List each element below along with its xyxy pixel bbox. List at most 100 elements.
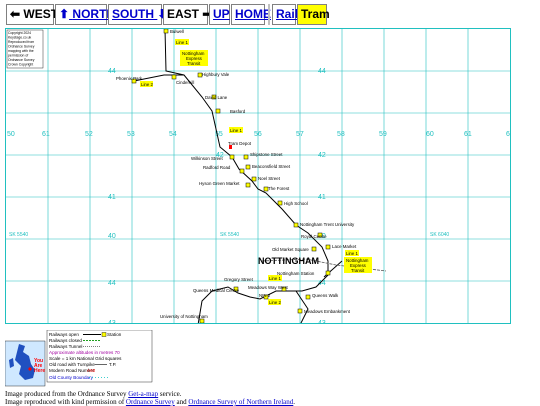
station-marker xyxy=(239,168,245,174)
station-marker xyxy=(197,72,203,78)
line-label: Line 1 xyxy=(230,128,243,133)
easting-label: 53 xyxy=(127,131,135,138)
legend-row: Scale = 1 km National Grid squares xyxy=(49,356,122,361)
you-are-here-label: Are xyxy=(34,363,43,369)
arrow-right-icon: ➡ xyxy=(202,7,213,21)
station-marker xyxy=(311,246,317,252)
station-marker xyxy=(317,232,323,238)
north-label: NORTH xyxy=(72,7,116,21)
footer-line-2: Image reproduced with kind permission of… xyxy=(5,398,295,406)
station-name: Highbury Vale xyxy=(202,72,230,77)
northing-label: 44 xyxy=(318,68,326,75)
nav-separator xyxy=(268,4,270,25)
up-button[interactable]: UP xyxy=(209,4,230,25)
station-name: Nottingham Station xyxy=(277,271,315,276)
south-label: SOUTH xyxy=(112,7,154,21)
station-name: Meadows Way West xyxy=(248,285,289,290)
easting-label: 56 xyxy=(254,131,262,138)
station-name: High School xyxy=(284,201,308,206)
station-name: Cinderhill xyxy=(176,80,194,85)
footer-text: and xyxy=(174,398,189,406)
station-marker xyxy=(263,186,269,192)
city-name: NOTTINGHAM xyxy=(258,256,319,266)
copyright-line: Ordnance Survey xyxy=(8,58,35,62)
northing-label: 40 xyxy=(108,233,116,240)
station-marker xyxy=(199,318,205,323)
station-marker xyxy=(277,200,283,206)
ordnance-survey-link[interactable]: Ordnance Survey xyxy=(125,398,175,406)
copyright-line: mapping with the xyxy=(8,49,34,53)
station-name: Queens Medical Centre xyxy=(193,288,240,293)
tram-button[interactable]: Tram xyxy=(297,4,330,25)
tram-route xyxy=(133,29,343,323)
west-label: WEST xyxy=(23,7,59,21)
station-name: Tram Depot xyxy=(228,141,252,146)
station-name: David Lane xyxy=(205,95,228,100)
northing-label: 43 xyxy=(108,320,116,324)
station-marker xyxy=(243,154,249,160)
rail-button[interactable]: Rail xyxy=(272,4,298,25)
legend-canvas: You Are Here Railways open Station Railw… xyxy=(4,329,153,387)
north-button[interactable]: ⬆ NORTH xyxy=(55,4,115,25)
you-are-here-marker xyxy=(28,367,32,371)
station-name: NIN 2 xyxy=(259,293,271,298)
station-name: Meadows Embankment xyxy=(304,309,351,314)
you-are-here-label: You xyxy=(34,358,43,364)
map-legend: You Are Here Railways open Station Railw… xyxy=(4,329,155,390)
station-name: Wilkinson Street xyxy=(191,156,224,161)
sheet-label: SK 5540 xyxy=(9,232,28,238)
northing-label: 44 xyxy=(318,280,326,287)
line-label: Line 1 xyxy=(269,276,282,281)
copyright-box: Copyright 2024 Keystage.co.uk Reproduced… xyxy=(6,29,44,69)
northing-label: 42 xyxy=(318,152,326,159)
northing-label: 42 xyxy=(216,152,224,159)
get-a-map-link[interactable]: Get-a-map xyxy=(128,390,159,398)
copyright-line: Reproduced from xyxy=(8,40,34,44)
station-marker xyxy=(131,78,137,84)
home-button[interactable]: HOME xyxy=(231,4,271,25)
station-marker xyxy=(211,94,217,100)
os-map[interactable]: 44 44 42 42 41 41 40 40 44 44 43 43 50 6… xyxy=(5,28,511,324)
west-button[interactable]: ⬅ WEST xyxy=(6,4,58,25)
easting-label: 54 xyxy=(169,131,177,138)
station-name: Lace Market xyxy=(332,244,357,249)
station-name: Basford xyxy=(230,109,246,114)
station-name: Bulwell xyxy=(170,29,184,34)
easting-label: 59 xyxy=(379,131,387,138)
northing-label: 44 xyxy=(108,280,116,287)
station-name: Phoenix Park xyxy=(116,76,143,81)
east-button[interactable]: EAST ➡ xyxy=(163,4,212,25)
station-marker xyxy=(215,108,221,114)
easting-label: 57 xyxy=(296,131,304,138)
sheet-label: SK 5540 xyxy=(220,232,239,238)
station-name: The Forest xyxy=(268,186,290,191)
legend-row: Railways closed xyxy=(49,338,82,343)
line-label: Line 1 xyxy=(346,251,359,256)
south-button[interactable]: SOUTH ⬇ xyxy=(108,4,167,25)
station-marker xyxy=(171,74,177,80)
easting-label: 61 xyxy=(464,131,472,138)
copyright-line: Keystage.co.uk xyxy=(8,36,31,40)
station-names: Bulwell Phoenix Park Cinderhill Highbury… xyxy=(116,29,357,319)
footer-text: service. xyxy=(158,390,182,398)
station-marker xyxy=(281,286,287,292)
station-marker xyxy=(245,182,251,188)
easting-label: 52 xyxy=(85,131,93,138)
easting-label: 6 xyxy=(506,131,510,138)
easting-label: 58 xyxy=(337,131,345,138)
line-label: Line 2 xyxy=(269,300,282,305)
legend-row: Railways Tunnel xyxy=(49,344,82,349)
station-swatch xyxy=(101,332,107,337)
legend-row: Old road with Turnpike xyxy=(49,362,95,367)
osni-link[interactable]: Ordnance Survey of Northern Ireland xyxy=(188,398,294,406)
express-label: Express xyxy=(186,56,203,61)
station-marker xyxy=(263,294,269,300)
line-labels: Line 1 Line 2 Line 1 Line 2 Line 1 Line … xyxy=(140,39,372,305)
copyright-line: Copyright 2024 xyxy=(8,31,31,35)
station-marker xyxy=(245,164,251,170)
station-markers xyxy=(131,29,331,323)
legend-station: Station xyxy=(107,332,122,337)
station-name: Beaconsfield Street xyxy=(252,164,291,169)
legend-row: Railways open xyxy=(49,332,79,337)
uk-locator-map: You Are Here xyxy=(4,340,45,387)
